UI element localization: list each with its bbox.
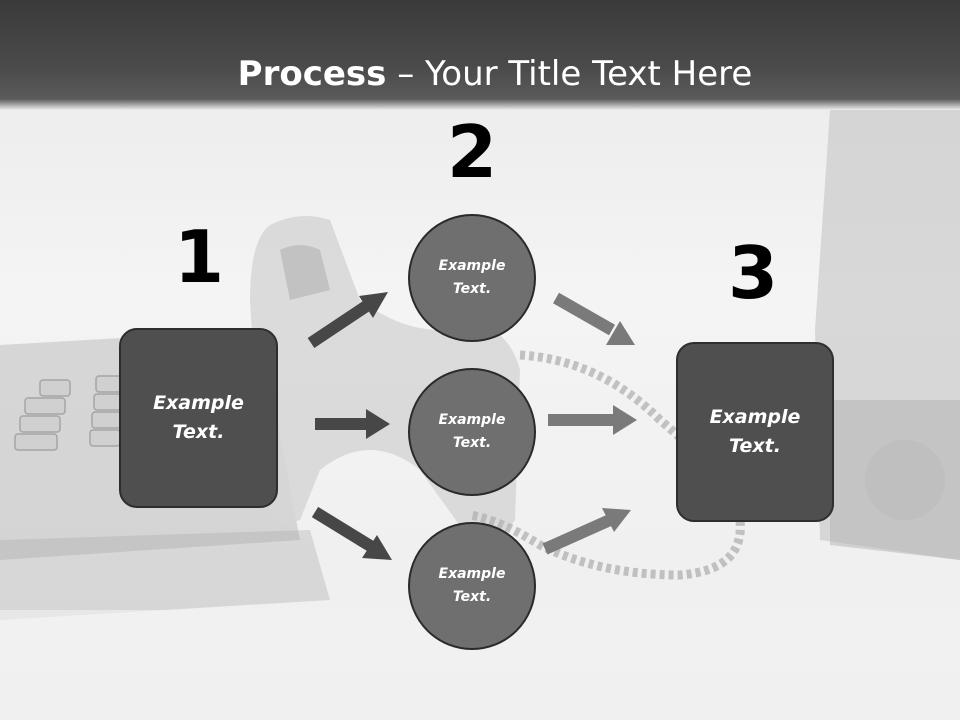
right-box-text: Example Text. <box>709 406 801 457</box>
arrow-from-circle-2 <box>548 405 637 435</box>
arrow-to-circle-3 <box>311 506 392 560</box>
left-box: Example Text. <box>119 328 278 508</box>
circle-3-text: Example Text. <box>438 566 506 605</box>
step-number-3: 3 <box>727 231 779 315</box>
arrow-from-circle-3 <box>542 508 631 555</box>
step-number-1: 1 <box>173 215 225 299</box>
title-separator: – <box>386 54 426 94</box>
circle-1: Example Text. <box>408 214 536 342</box>
arrow-to-circle-2 <box>315 409 390 439</box>
header-bar <box>0 0 960 110</box>
title-bold: Process <box>237 54 387 94</box>
circle-2: Example Text. <box>408 368 536 496</box>
circle-2-text: Example Text. <box>438 412 506 451</box>
left-box-text: Example Text. <box>153 392 244 443</box>
title-rest: Your Title Text Here <box>425 54 753 94</box>
step-number-2: 2 <box>446 110 498 194</box>
circle-3: Example Text. <box>408 522 536 650</box>
slide-title: Process – Your Title Text Here <box>0 52 960 96</box>
arrow-to-circle-1 <box>307 292 388 348</box>
circle-1-text: Example Text. <box>438 258 506 297</box>
right-box: Example Text. <box>676 342 834 522</box>
arrow-from-circle-1 <box>553 292 635 345</box>
